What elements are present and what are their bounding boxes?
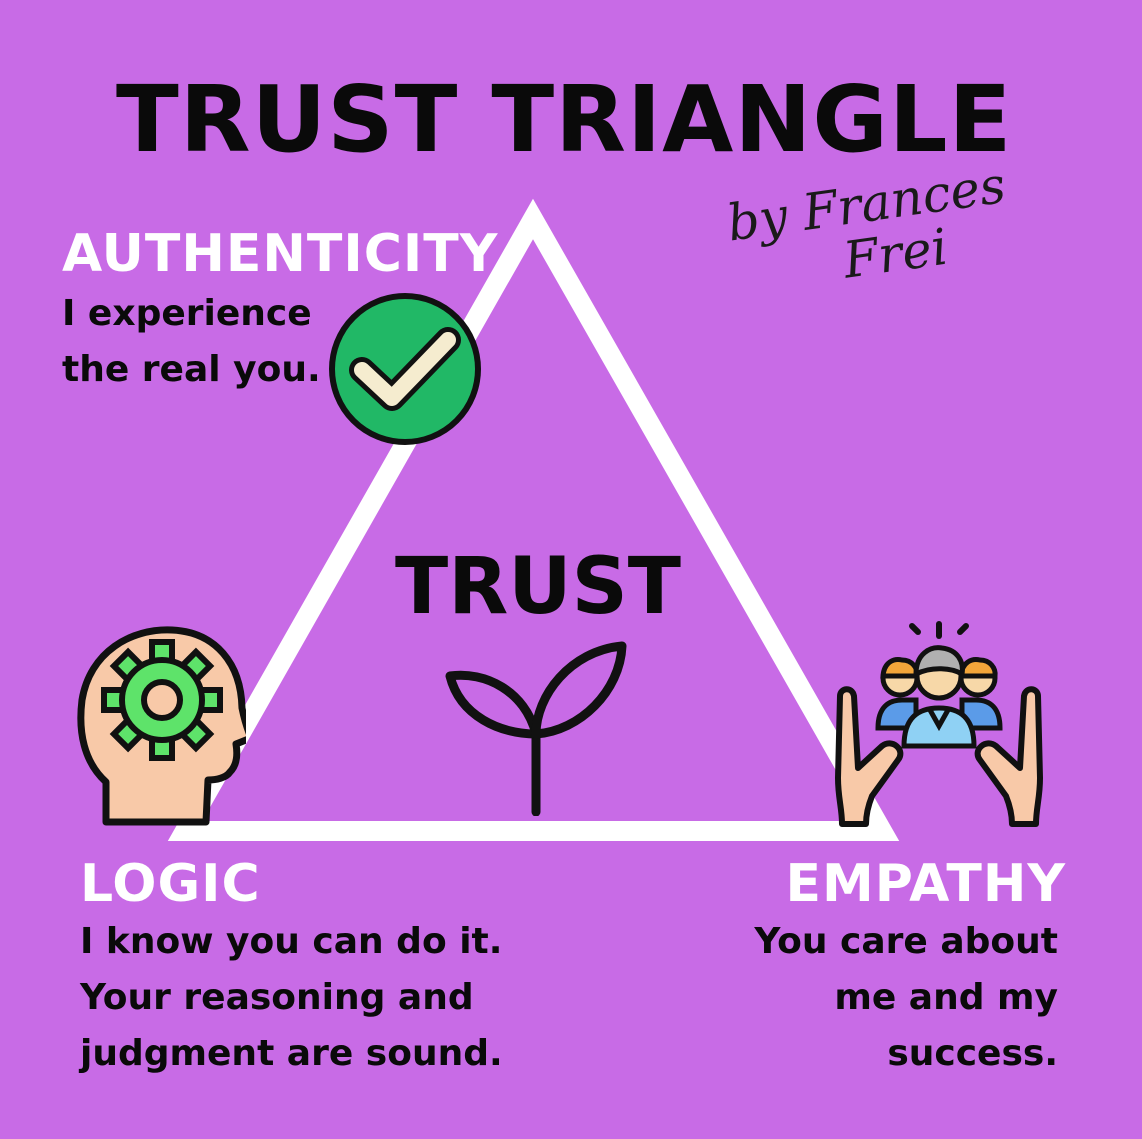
- authenticity-heading: AUTHENTICITY: [62, 224, 499, 284]
- empathy-heading: EMPATHY: [785, 854, 1066, 914]
- logic-heading: LOGIC: [80, 854, 261, 914]
- authenticity-line: the real you.: [62, 348, 321, 390]
- authenticity-line: I experience: [62, 293, 312, 334]
- checkmark-circle-icon: [329, 293, 481, 445]
- center-trust-label: TRUST: [395, 542, 681, 632]
- logic-description: I know you can do it. Your reasoning and…: [80, 914, 503, 1081]
- sprout-icon: [445, 641, 627, 816]
- logic-line: I know you can do it.: [80, 921, 503, 962]
- empathy-description: You care about me and my success.: [754, 914, 1058, 1081]
- head-gear-icon: [77, 626, 246, 826]
- empathy-line: me and my: [834, 976, 1058, 1018]
- empathy-line: success.: [887, 1032, 1058, 1074]
- authenticity-description: I experience the real you.: [62, 286, 321, 398]
- logic-line: judgment are sound.: [80, 1032, 503, 1074]
- page-title: TRUST TRIANGLE: [116, 66, 1013, 173]
- empathy-line: You care about: [754, 921, 1058, 962]
- hands-people-icon: [835, 621, 1043, 827]
- logic-line: Your reasoning and: [80, 976, 474, 1018]
